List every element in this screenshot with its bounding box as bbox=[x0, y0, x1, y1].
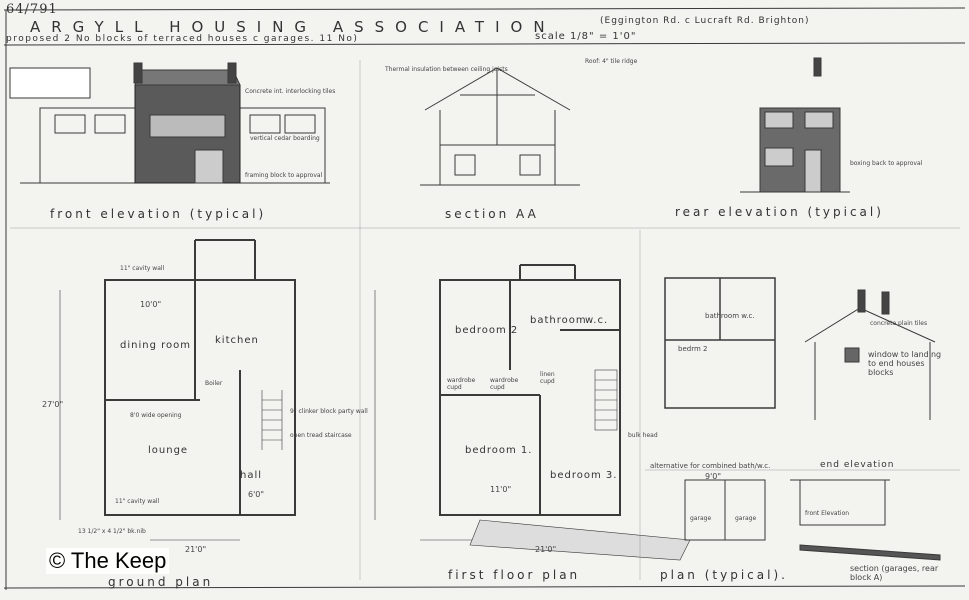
note-roof: Roof: 4" tile ridge bbox=[585, 58, 638, 65]
dim-7: 21'0" bbox=[535, 545, 557, 554]
note-thermal-insulation: Thermal insulation between ceiling joist… bbox=[385, 66, 508, 73]
room-bed-2: bedrm 2 bbox=[678, 345, 708, 353]
caption-rear-elevation: rear elevation (typical) bbox=[675, 205, 884, 219]
drawing-scale: scale 1/8" = 1'0" bbox=[535, 31, 637, 42]
ground-plan bbox=[59, 239, 296, 541]
note-framing-block: framing block to approval bbox=[245, 172, 323, 179]
room-garage-2: garage bbox=[735, 515, 757, 522]
dim-4: 6'0" bbox=[248, 490, 265, 499]
room-wc: w.c. bbox=[585, 315, 609, 326]
sheet-title: ARGYLL HOUSING ASSOCIATION bbox=[30, 18, 556, 36]
garage-section bbox=[790, 479, 941, 561]
site-location: (Eggington Rd. c Lucraft Rd. Brighton) bbox=[600, 16, 810, 26]
caption-ground-plan: ground plan bbox=[108, 575, 214, 589]
rear-elevation bbox=[740, 57, 850, 193]
note-plain-tiles: concrete plain tiles bbox=[870, 320, 928, 327]
note-cavity-wall: 11" cavity wall bbox=[120, 265, 165, 272]
room-hall: hall bbox=[240, 470, 263, 481]
room-garage-1: garage bbox=[690, 515, 712, 522]
dim-5: 11'0" bbox=[490, 485, 512, 494]
note-nib: 13 1/2" x 4 1/2" bk.nib bbox=[78, 528, 146, 535]
dim-1: 10'0" bbox=[140, 300, 162, 309]
room-kitchen: kitchen bbox=[215, 335, 259, 346]
section-aa bbox=[420, 67, 580, 186]
caption-end-elevation: end elevation bbox=[820, 460, 895, 470]
room-bedroom-1: bedroom 1. bbox=[465, 445, 533, 456]
room-dining: dining room bbox=[120, 340, 191, 351]
dim-6: 9'0" bbox=[705, 472, 722, 481]
note-party-wall: 9" clinker block party wall bbox=[290, 408, 368, 415]
end-elevation bbox=[804, 289, 936, 420]
front-elevation bbox=[9, 62, 330, 184]
caption-front-elevation: front elevation (typical) bbox=[50, 207, 267, 221]
caption-plan-typical: plan (typical). bbox=[660, 568, 788, 582]
room-wardrobe-1: wardrobe cupd bbox=[447, 377, 476, 391]
caption-section-garages: section (garages, rear block A) bbox=[850, 564, 939, 583]
watermark: © The Keep bbox=[46, 548, 170, 574]
room-linen: linen cupd bbox=[540, 371, 555, 385]
first-floor-plan bbox=[374, 264, 691, 561]
note-staircase: open tread staircase bbox=[290, 432, 352, 439]
note-boxing-back: boxing back to approval bbox=[850, 160, 923, 167]
note-landing-window: window to landing to end houses blocks bbox=[868, 350, 942, 378]
caption-alternative: alternative for combined bath/w.c. bbox=[650, 462, 771, 470]
room-bathroom: bathroom bbox=[530, 315, 587, 326]
room-bedroom-2: bedroom 2 bbox=[455, 325, 519, 336]
note-cavity-wall-2: 11" cavity wall bbox=[115, 498, 160, 505]
label-front-elevation: front Elevation bbox=[805, 510, 850, 517]
note-roof-tiles: Concrete int. interlocking tiles bbox=[245, 88, 336, 95]
room-bedroom-3: bedroom 3. bbox=[550, 470, 618, 481]
caption-first-floor-plan: first floor plan bbox=[448, 568, 581, 582]
room-bathroom-wc: bathroom w.c. bbox=[705, 312, 755, 320]
sheet-subtitle: proposed 2 No blocks of terraced houses … bbox=[6, 34, 359, 44]
alternative-plan bbox=[664, 277, 776, 541]
room-lounge: lounge bbox=[148, 445, 189, 456]
drawing-reference: 64/791 bbox=[6, 2, 58, 17]
note-bulk-head: bulk head bbox=[628, 432, 658, 439]
room-wardrobe-2: wardrobe cupd bbox=[490, 377, 519, 391]
dim-3: 27'0" bbox=[42, 400, 64, 409]
frame-top bbox=[3, 7, 966, 11]
caption-section-aa: section AA bbox=[445, 207, 539, 221]
note-cedar-boarding: vertical cedar boarding bbox=[250, 135, 320, 142]
room-boiler: Boiler bbox=[205, 380, 223, 387]
note-wide-opening: 8'0 wide opening bbox=[130, 412, 182, 419]
dim-2: 21'0" bbox=[185, 545, 207, 554]
